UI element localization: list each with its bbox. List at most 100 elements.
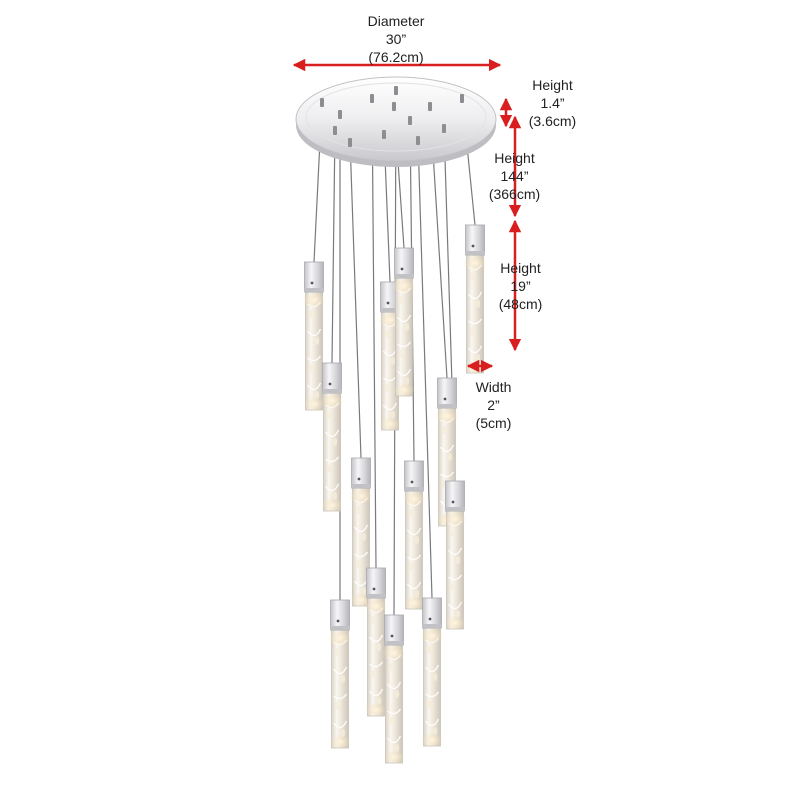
pendant-glow bbox=[463, 255, 487, 271]
crystal-bubble bbox=[426, 646, 432, 654]
cap-screw bbox=[390, 634, 394, 638]
crystal-bubble bbox=[469, 327, 475, 335]
crystal-bubble bbox=[384, 384, 390, 392]
canopy-height-title: Height bbox=[532, 77, 573, 93]
drop-height-label: Height 144” (366cm) bbox=[477, 149, 552, 203]
crystal-bubble bbox=[449, 583, 455, 591]
cap-screw bbox=[357, 477, 361, 481]
crystal-bubble bbox=[390, 411, 396, 419]
crystal-highlight bbox=[440, 471, 455, 478]
crystal-pendant bbox=[320, 362, 344, 512]
chrome-cap bbox=[322, 362, 342, 394]
crystal-bubble bbox=[384, 330, 390, 338]
crystal-bubble bbox=[432, 673, 438, 681]
crystal-pendant bbox=[392, 247, 416, 397]
crystal-highlight bbox=[324, 483, 340, 492]
suspension-cord bbox=[417, 137, 433, 599]
crystal-pendant bbox=[402, 460, 426, 610]
crystal-highlight bbox=[397, 341, 412, 348]
crystal-body bbox=[423, 627, 441, 747]
crystal-bubble bbox=[308, 364, 314, 372]
crystal-highlight bbox=[424, 664, 440, 673]
crystal-bubble bbox=[455, 556, 461, 564]
crystal-bubble bbox=[376, 643, 382, 651]
pendant-width-metric: (5cm) bbox=[475, 415, 512, 431]
chrome-cap bbox=[366, 567, 386, 599]
chrome-cap bbox=[445, 480, 465, 512]
canopy-height-label: Height 1.4” (3.6cm) bbox=[515, 76, 590, 130]
chrome-cap-rim bbox=[304, 288, 324, 292]
crystal-highlight bbox=[307, 355, 322, 362]
pendant-width-title: Width bbox=[475, 379, 512, 395]
crystal-pendant bbox=[364, 567, 388, 717]
cord-clamp bbox=[338, 110, 342, 119]
diameter-metric: (76.2cm) bbox=[368, 49, 424, 65]
chrome-cap-rim bbox=[394, 274, 414, 278]
crystal-highlight bbox=[424, 718, 440, 727]
crystal-pendant bbox=[420, 597, 444, 747]
crystal-bubble bbox=[449, 529, 455, 537]
chrome-cap-rim bbox=[366, 594, 386, 598]
crystal-bubble bbox=[370, 616, 376, 624]
crystal-bubble bbox=[455, 610, 461, 618]
pendant-glow bbox=[329, 735, 351, 749]
pendant-glow bbox=[364, 598, 388, 614]
cord-clamp bbox=[394, 86, 398, 95]
pendant-glow bbox=[321, 498, 343, 512]
chrome-cap-rim bbox=[330, 626, 350, 630]
crystal-highlight bbox=[467, 345, 483, 354]
cord-clamp bbox=[392, 102, 396, 111]
crystal-bubble bbox=[441, 426, 447, 434]
crystal-highlight bbox=[425, 691, 440, 698]
crystal-bubble bbox=[388, 717, 394, 725]
pendant-glow bbox=[303, 397, 325, 411]
crystal-bubble bbox=[388, 663, 394, 671]
crystal-bubble bbox=[475, 300, 481, 308]
drop-height-title: Height bbox=[494, 150, 535, 166]
crystal-highlight bbox=[306, 328, 322, 337]
cap-screw bbox=[336, 619, 340, 623]
cap-screw bbox=[471, 244, 475, 248]
pendant-width-label: Width 2” (5cm) bbox=[456, 378, 531, 432]
crystal-body bbox=[385, 644, 403, 764]
cord-clamp bbox=[370, 94, 374, 103]
pendant-width-imperial: 2” bbox=[487, 397, 500, 413]
pendant-glow bbox=[302, 292, 326, 308]
crystal-highlight bbox=[382, 402, 398, 411]
crystal-bubble bbox=[332, 492, 338, 500]
diameter-label: Diameter 30” (76.2cm) bbox=[336, 12, 456, 66]
cap-screw bbox=[372, 587, 376, 591]
crystal-pendant bbox=[349, 457, 373, 607]
cord-clamp bbox=[348, 138, 352, 147]
diameter-imperial: 30” bbox=[385, 31, 407, 47]
cap-screw bbox=[400, 267, 404, 271]
crystal-bubble bbox=[404, 323, 410, 331]
crystal-bubble bbox=[394, 690, 400, 698]
crystal-highlight bbox=[406, 581, 422, 590]
crystal-body bbox=[323, 392, 341, 512]
crystal-bubble bbox=[469, 273, 475, 281]
crystal-highlight bbox=[354, 551, 369, 558]
crystal-highlight bbox=[332, 666, 348, 675]
crystal-body bbox=[367, 597, 385, 717]
crystal-body bbox=[405, 490, 423, 610]
crystal-highlight bbox=[333, 693, 348, 700]
chrome-cap-rim bbox=[422, 624, 442, 628]
chrome-cap-rim bbox=[384, 641, 404, 645]
crystal-bubble bbox=[394, 744, 400, 752]
crystal-highlight bbox=[332, 720, 348, 729]
crystal-bubble bbox=[308, 310, 314, 318]
crystal-body bbox=[331, 629, 349, 749]
pendant-glow bbox=[349, 488, 373, 504]
cord-clamps bbox=[320, 86, 464, 147]
crystal-highlight bbox=[396, 314, 412, 323]
chrome-cap-rim bbox=[445, 507, 465, 511]
crystal-bubble bbox=[441, 480, 447, 488]
cap-screw bbox=[386, 301, 390, 305]
crystal-bubble bbox=[355, 506, 361, 514]
cord-clamp bbox=[382, 130, 386, 139]
chrome-cap bbox=[330, 599, 350, 631]
diameter-title: Diameter bbox=[367, 13, 425, 29]
cap-screw bbox=[428, 617, 432, 621]
